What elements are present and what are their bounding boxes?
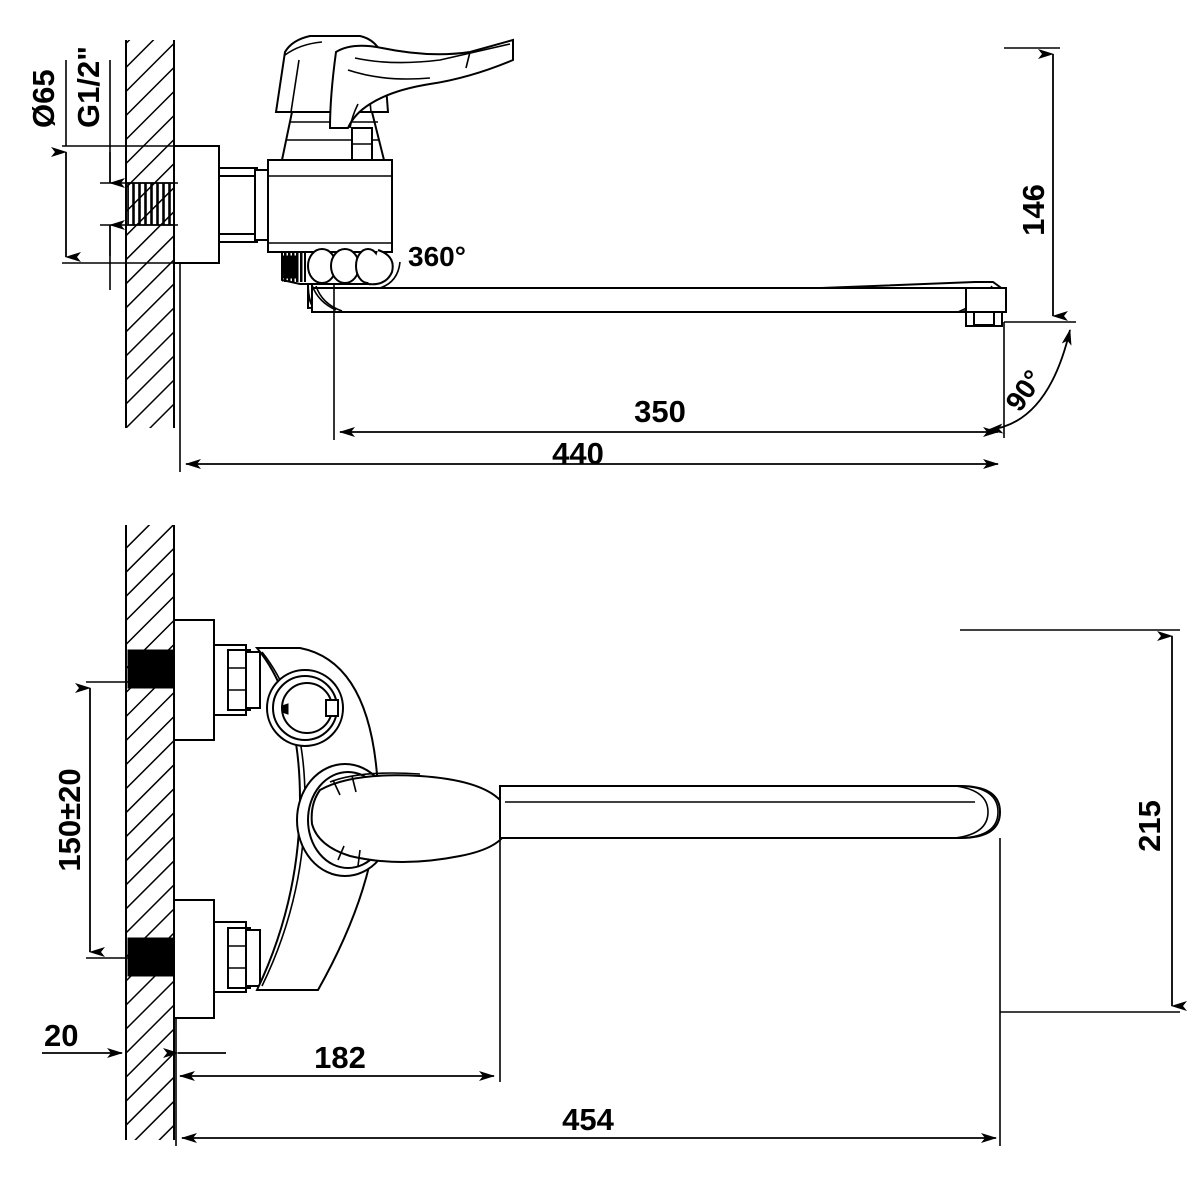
cartridge-circle-bottom — [266, 669, 344, 747]
dim-height-215 — [960, 629, 1187, 1013]
lever-handle-bottom — [296, 763, 510, 877]
inlet-connector-top — [218, 167, 272, 243]
dim-angle-90 — [987, 322, 1072, 438]
label-swivel-360: 360° — [408, 241, 466, 272]
label-length-350: 350 — [634, 394, 686, 429]
label-thread-g12: G1/2" — [71, 46, 106, 128]
label-length-440: 440 — [552, 436, 604, 471]
label-angle-90: 90° — [999, 364, 1049, 416]
dim-offset-182 — [179, 786, 501, 1082]
dim-height-146 — [1004, 47, 1076, 323]
front-elevation-view — [42, 525, 1187, 1146]
inlet-thread-top — [127, 182, 175, 226]
inlet-thread-upper-bottom — [127, 649, 175, 689]
dim-length-440 — [179, 263, 999, 472]
side-elevation-view — [51, 35, 1076, 472]
label-height-215: 215 — [1132, 800, 1167, 852]
label-height-146: 146 — [1016, 184, 1051, 236]
lever-handle-top — [328, 38, 514, 129]
dim-length-454 — [175, 838, 1001, 1146]
dim-length-350 — [333, 284, 999, 440]
label-length-454: 454 — [562, 1102, 614, 1137]
escutcheon-plate-top — [173, 145, 220, 264]
label-offset-182: 182 — [314, 1040, 366, 1075]
inlet-connector-upper-bottom — [173, 619, 261, 741]
label-center-distance-150: 150±20 — [52, 768, 87, 871]
wall-section-top — [125, 40, 175, 428]
wall-section-bottom — [125, 525, 175, 1140]
dim-diameter-65 — [51, 60, 178, 264]
label-diameter-65: Ø65 — [26, 69, 61, 128]
spout-bottom — [499, 785, 1002, 839]
label-wall-20: 20 — [44, 1018, 78, 1053]
dim-swivel-360 — [379, 261, 401, 289]
dim-thread-g12 — [100, 60, 178, 290]
inlet-thread-lower-bottom — [127, 937, 175, 977]
spout-top — [307, 281, 1007, 327]
dim-center-distance-150 — [75, 681, 132, 959]
inlet-connector-lower-bottom — [173, 899, 261, 1019]
handle-stem-top — [351, 127, 373, 161]
swivel-joint-top — [281, 248, 394, 286]
mixer-body-top — [267, 111, 393, 253]
